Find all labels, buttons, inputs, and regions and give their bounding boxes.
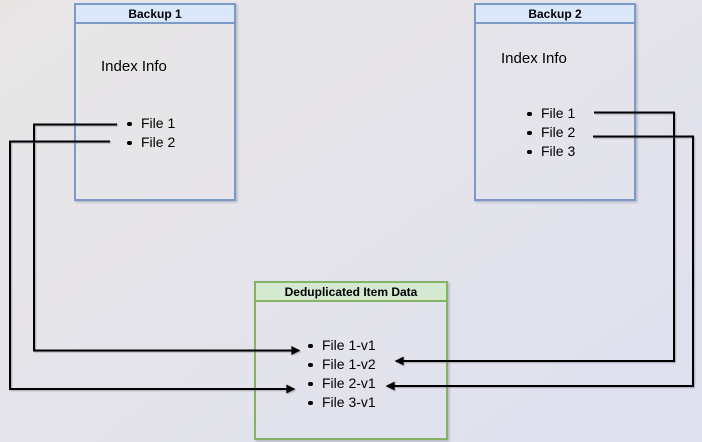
list-item: File 1 [526,104,575,123]
dedup-file-list: File 1-v1 File 1-v2 File 2-v1 File 3-v1 [307,336,376,412]
dedup-body: File 1-v1 File 1-v2 File 2-v1 File 3-v1 [256,302,446,436]
backup2-subtitle: Index Info [501,50,567,67]
backup2-title: Backup 2 [476,5,634,24]
list-item: File 3 [526,142,575,161]
list-item: File 2-v1 [307,374,376,393]
list-item: File 1 [126,114,175,133]
backup1-subtitle: Index Info [101,58,167,75]
dedup-title: Deduplicated Item Data [256,283,446,302]
backup1-box: Backup 1 Index Info File 1 File 2 [74,3,236,201]
list-item: File 1-v2 [307,355,376,374]
backup2-box: Backup 2 Index Info File 1 File 2 File 3 [474,3,636,201]
list-item: File 1-v1 [307,336,376,355]
backup1-body: Index Info File 1 File 2 [76,24,234,197]
backup2-body: Index Info File 1 File 2 File 3 [476,24,634,197]
backup1-file-list: File 1 File 2 [126,114,175,152]
deduplicated-item-data-box: Deduplicated Item Data File 1-v1 File 1-… [254,281,448,440]
list-item: File 2 [526,123,575,142]
backup2-file-list: File 1 File 2 File 3 [526,104,575,161]
list-item: File 3-v1 [307,393,376,412]
list-item: File 2 [126,133,175,152]
backup1-title: Backup 1 [76,5,234,24]
